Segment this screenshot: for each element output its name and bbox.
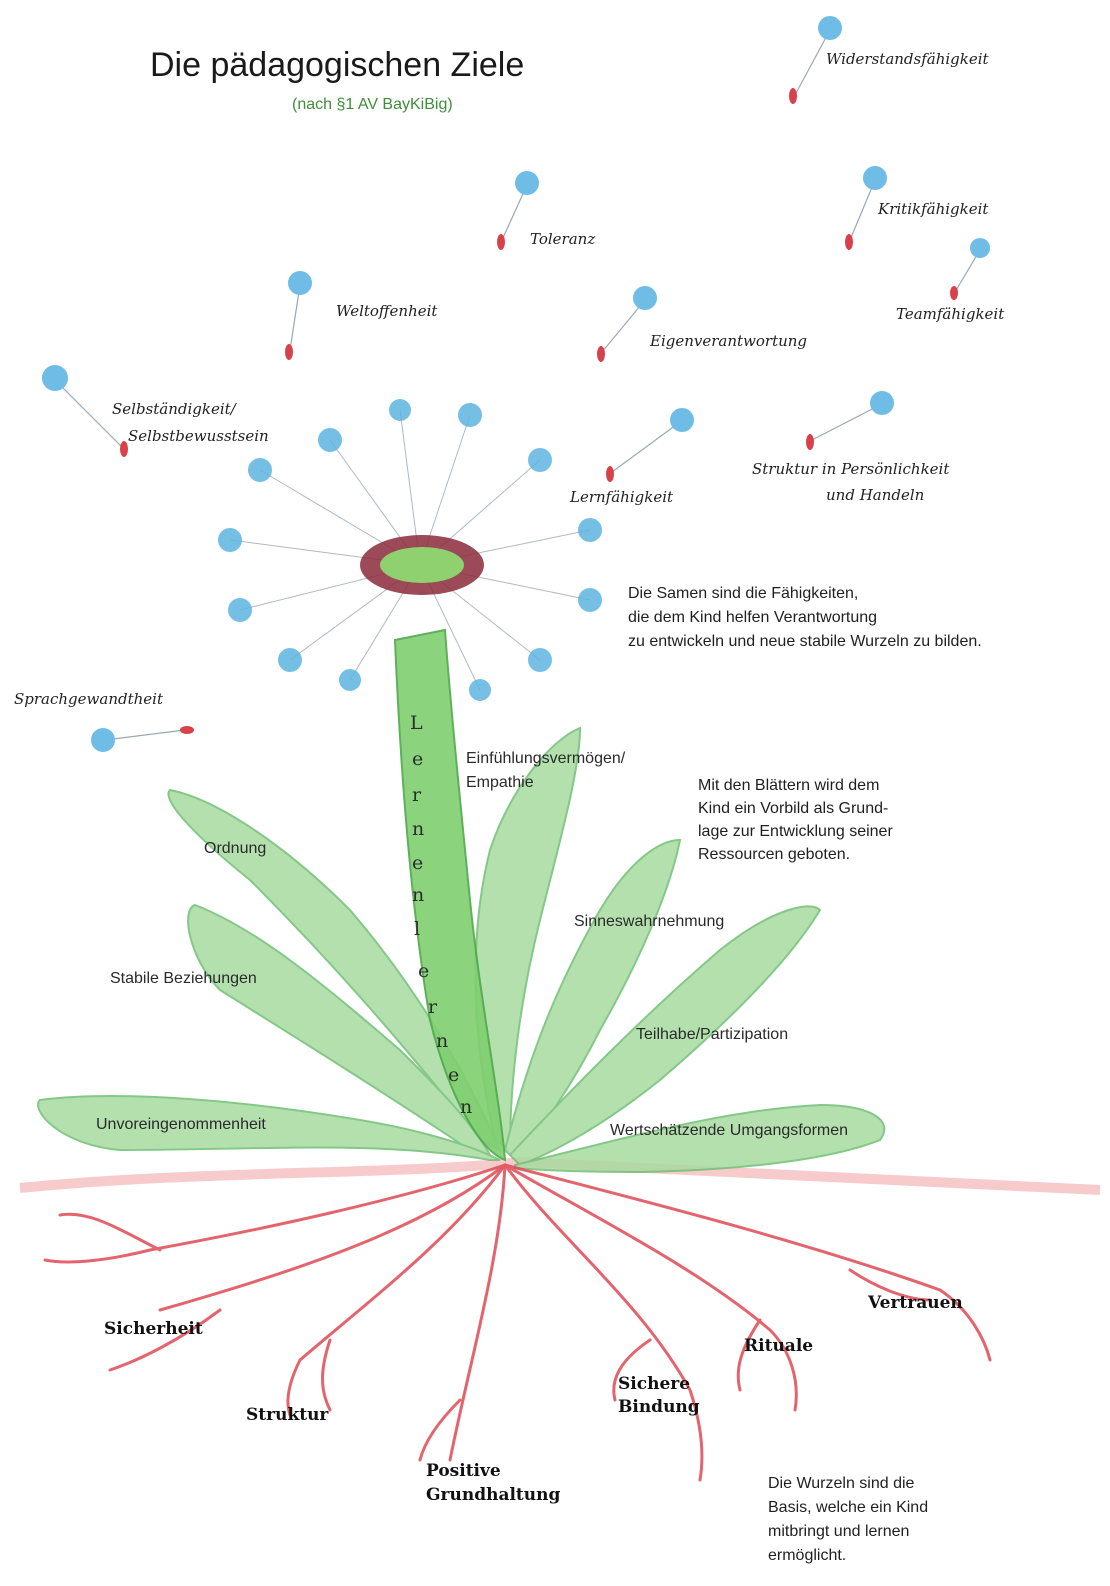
root-label-sichere-1: Sichere bbox=[618, 1373, 690, 1395]
stem-letter: e bbox=[412, 852, 423, 874]
page-subtitle: (nach §1 AV BayKiBig) bbox=[292, 96, 453, 114]
leaf-label-ordnung: Ordnung bbox=[204, 840, 266, 858]
seed-sprache bbox=[91, 726, 194, 752]
seed-label-widerstand: Widerstandsfähigkeit bbox=[826, 48, 989, 70]
note-seeds-line: die dem Kind helfen Verantwortung bbox=[628, 606, 982, 630]
note-leaves: Mit den Blättern wird dem Kind ein Vorbi… bbox=[698, 774, 893, 866]
root-label-positiv-1: Positive bbox=[426, 1460, 501, 1482]
note-leaves-line: Mit den Blättern wird dem bbox=[698, 774, 893, 797]
seed-label-struktur-1: Struktur in Persönlichkeit bbox=[752, 458, 949, 480]
note-leaves-line: Kind ein Vorbild als Grund- bbox=[698, 797, 893, 820]
stem-letter: e bbox=[448, 1064, 459, 1086]
stem-letter: e bbox=[412, 748, 423, 770]
leaf-label-empathie-2: Empathie bbox=[466, 774, 534, 792]
stem-letter: n bbox=[460, 1096, 472, 1118]
note-seeds: Die Samen sind die Fähigkeiten, die dem … bbox=[628, 582, 982, 654]
note-roots-line: ermöglicht. bbox=[768, 1544, 928, 1568]
note-roots-line: Die Wurzeln sind die bbox=[768, 1472, 928, 1496]
root-label-sicherheit: Sicherheit bbox=[104, 1318, 203, 1340]
seed-struktur bbox=[806, 391, 894, 450]
note-seeds-line: zu entwickeln und neue stabile Wurzeln z… bbox=[628, 630, 982, 654]
note-roots: Die Wurzeln sind die Basis, welche ein K… bbox=[768, 1472, 928, 1568]
stem-letter: r bbox=[412, 784, 421, 806]
page-title: Die pädagogischen Ziele bbox=[150, 46, 524, 85]
leaf-label-empathie-1: Einfühlungsvermögen/ bbox=[466, 750, 625, 768]
seed-label-team: Teamfähigkeit bbox=[896, 303, 1004, 325]
root-label-struktur: Struktur bbox=[246, 1404, 328, 1426]
stem-letter: l bbox=[414, 918, 420, 940]
seed-label-kritik: Kritikfähigkeit bbox=[878, 198, 988, 220]
root-label-positiv-2: Grundhaltung bbox=[426, 1484, 560, 1506]
stem-letter: L bbox=[410, 712, 423, 734]
note-roots-line: Basis, welche ein Kind bbox=[768, 1496, 928, 1520]
seed-label-toleranz: Toleranz bbox=[530, 228, 595, 250]
seed-label-struktur-2: und Handeln bbox=[826, 484, 924, 506]
leaf-label-sinne: Sinneswahrnehmung bbox=[574, 913, 724, 931]
note-seeds-line: Die Samen sind die Fähigkeiten, bbox=[628, 582, 982, 606]
seed-team bbox=[950, 238, 990, 300]
stem-letter: e bbox=[418, 960, 429, 982]
seed-label-weltoffenheit: Weltoffenheit bbox=[336, 300, 437, 322]
stem-letter: n bbox=[412, 884, 424, 906]
note-roots-line: mitbringt und lernen bbox=[768, 1520, 928, 1544]
seed-weltoffenheit bbox=[285, 271, 312, 360]
seed-eigenverantwortung bbox=[597, 286, 657, 362]
seed-label-eigenverantwortung: Eigenverantwortung bbox=[650, 330, 807, 352]
root-label-vertrauen: Vertrauen bbox=[868, 1292, 963, 1314]
leaf-label-teilhabe: Teilhabe/Partizipation bbox=[636, 1026, 788, 1044]
stem-letter: n bbox=[412, 818, 424, 840]
stem-letter: n bbox=[436, 1030, 448, 1052]
seed-label-selbst-1: Selbständigkeit/ bbox=[112, 398, 236, 420]
seed-label-lernfaehigkeit: Lernfähigkeit bbox=[570, 486, 673, 508]
note-leaves-line: Ressourcen geboten. bbox=[698, 843, 893, 866]
leaf-label-umgangsformen: Wertschätzende Umgangsformen bbox=[610, 1122, 848, 1140]
root-label-sichere-2: Bindung bbox=[618, 1396, 700, 1418]
note-leaves-line: lage zur Entwicklung seiner bbox=[698, 820, 893, 843]
leaf-label-unvoreingenommenheit: Unvoreingenommenheit bbox=[96, 1116, 266, 1134]
seed-label-sprache: Sprachgewandtheit bbox=[14, 688, 163, 710]
seed-label-selbst-2: Selbstbewusstsein bbox=[128, 425, 269, 447]
seed-lernfaehigkeit bbox=[606, 408, 694, 482]
stem-letter: r bbox=[428, 996, 437, 1018]
leaf-label-beziehungen: Stabile Beziehungen bbox=[110, 970, 257, 988]
root-label-rituale: Rituale bbox=[744, 1335, 813, 1357]
